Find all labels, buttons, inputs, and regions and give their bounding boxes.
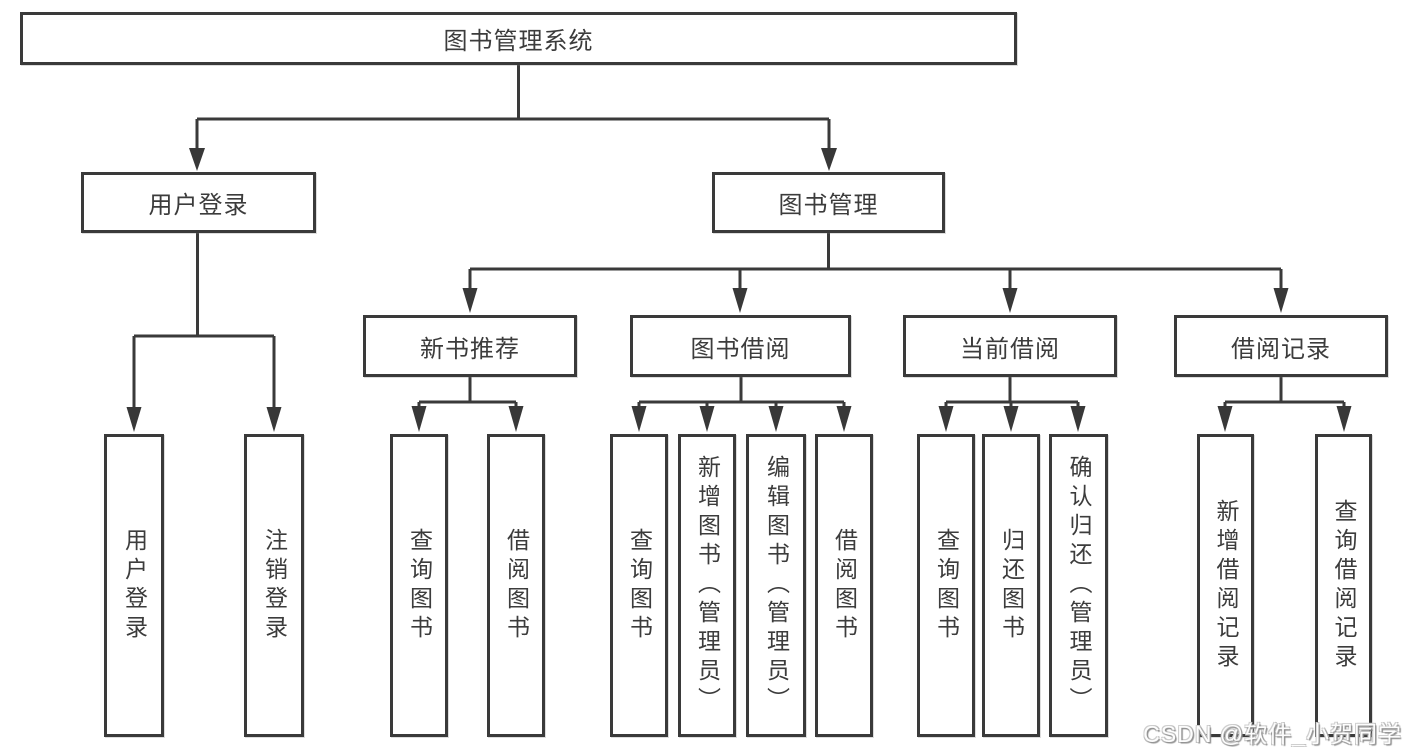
leaf-query-borrow-record: 查询借阅记录: [1315, 434, 1372, 737]
leaf-user-login: 用户登录: [104, 434, 164, 737]
node-borrow-records: 借阅记录: [1174, 315, 1388, 377]
node-book-borrow: 图书借阅: [630, 315, 851, 377]
leaf-borrow-books: 借阅图书: [815, 434, 873, 737]
leaf-logout: 注销登录: [244, 434, 304, 737]
node-new-book-recommend: 新书推荐: [363, 315, 577, 377]
leaf-add-books-admin: 新增图书（管理员）: [678, 434, 736, 737]
watermark: CSDN @软件_小贺同学: [1143, 721, 1402, 747]
leaf-borrow-books-recommend: 借阅图书: [487, 434, 545, 737]
leaf-confirm-return-admin: 确认归还（管理员）: [1049, 434, 1108, 737]
leaf-query-books-current: 查询图书: [917, 434, 975, 737]
leaf-add-borrow-record: 新增借阅记录: [1197, 434, 1254, 737]
node-library-system: 图书管理系统: [20, 12, 1017, 65]
node-user-login-module: 用户登录: [81, 172, 316, 233]
leaf-return-books: 归还图书: [982, 434, 1040, 737]
node-current-borrow: 当前借阅: [903, 315, 1117, 377]
leaf-edit-books-admin: 编辑图书（管理员）: [746, 434, 806, 737]
leaf-query-books-recommend: 查询图书: [390, 434, 448, 737]
node-book-management-module: 图书管理: [712, 172, 945, 233]
leaf-query-books-borrow: 查询图书: [610, 434, 668, 737]
